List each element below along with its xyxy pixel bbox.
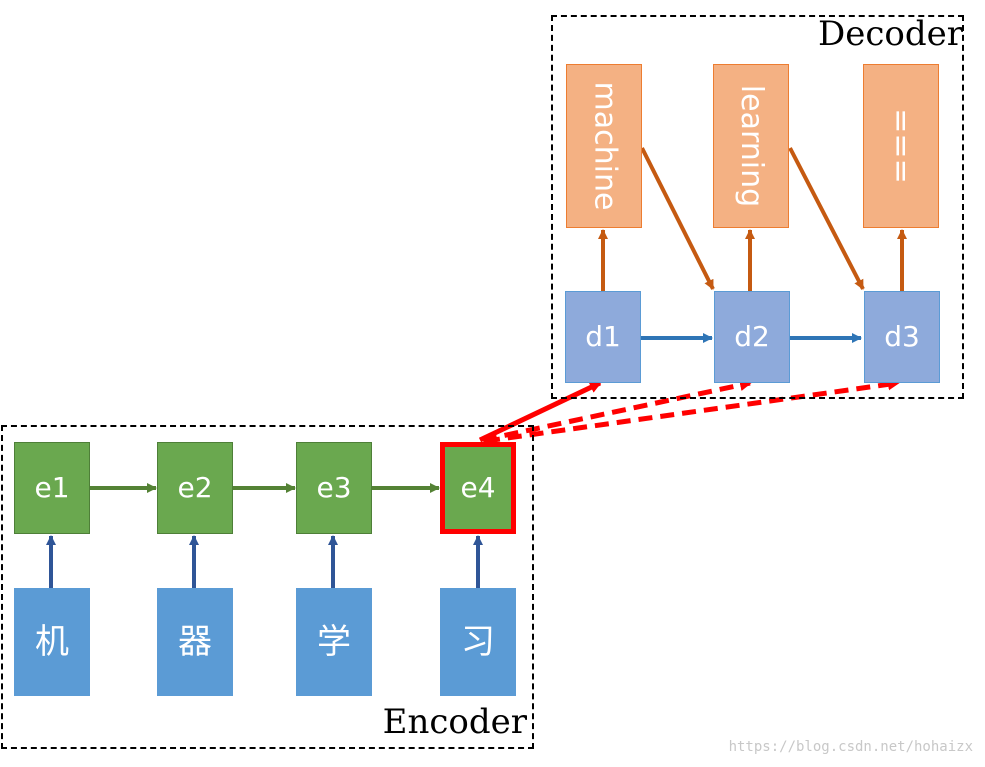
encoder-state-e1: e1 [14, 442, 90, 534]
encoder-input-2: 器 [157, 588, 233, 696]
arrow-context-d1 [478, 380, 602, 443]
encoder-input-3: 学 [296, 588, 372, 696]
decoder-output-text: machine [587, 81, 623, 211]
decoder-output-2: learning [713, 64, 789, 228]
encoder-state-e2: e2 [157, 442, 233, 534]
decoder-output-text: === [884, 108, 920, 184]
decoder-output-1: machine [566, 64, 642, 228]
decoder-output-3: === [863, 64, 939, 228]
decoder-state-d2: d2 [714, 291, 790, 383]
encoder-label: Encoder [382, 702, 527, 742]
encoder-state-e4-highlighted: e4 [440, 442, 516, 534]
arrow-output2-d3 [788, 147, 865, 290]
arrow-output1-d2 [640, 147, 715, 290]
watermark: https://blog.csdn.net/hohaizx [728, 739, 973, 755]
encoder-frame [1, 425, 534, 749]
encoder-state-e3: e3 [296, 442, 372, 534]
decoder-label: Decoder [817, 14, 963, 54]
encoder-input-4: 习 [440, 588, 516, 696]
decoder-output-text: learning [734, 84, 770, 208]
arrow-context-d3 [485, 378, 900, 444]
decoder-state-d3: d3 [864, 291, 940, 383]
decoder-state-d1: d1 [565, 291, 641, 383]
arrow-context-d2 [482, 379, 752, 443]
encoder-input-1: 机 [14, 588, 90, 696]
decoder-frame [551, 15, 964, 399]
